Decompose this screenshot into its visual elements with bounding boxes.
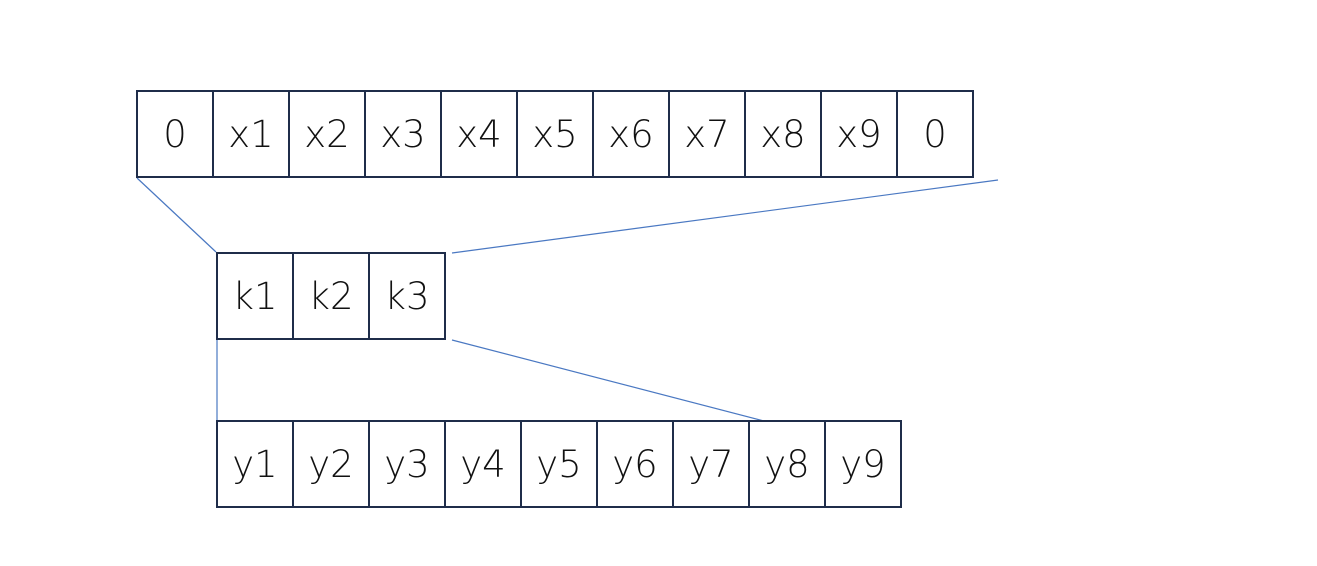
kernel-cell: k3 <box>368 252 446 340</box>
input-cell: x3 <box>364 90 442 178</box>
input-to-kernel-right-line <box>451 179 999 254</box>
kernel-cell: k1 <box>216 252 294 340</box>
output-cell: y1 <box>216 420 294 508</box>
output-cell: y8 <box>748 420 826 508</box>
output-cell: y3 <box>368 420 446 508</box>
kernel-to-output-right-line <box>451 339 765 422</box>
output-cell: y2 <box>292 420 370 508</box>
output-cell: y6 <box>596 420 674 508</box>
input-to-kernel-left-line <box>136 177 217 253</box>
output-cell: y4 <box>444 420 522 508</box>
input-cell: x1 <box>212 90 290 178</box>
input-cell: x7 <box>668 90 746 178</box>
input-cell: x9 <box>820 90 898 178</box>
output-cell: y7 <box>672 420 750 508</box>
input-sequence-row: 0 x1 x2 x3 x4 x5 x6 x7 x8 x9 0 <box>136 90 974 178</box>
input-cell: 0 <box>896 90 974 178</box>
input-cell: x2 <box>288 90 366 178</box>
input-cell: 0 <box>136 90 214 178</box>
output-cell: y9 <box>824 420 902 508</box>
kernel-row: k1 k2 k3 <box>216 252 446 340</box>
output-cell: y5 <box>520 420 598 508</box>
output-sequence-row: y1 y2 y3 y4 y5 y6 y7 y8 y9 <box>216 420 902 508</box>
kernel-cell: k2 <box>292 252 370 340</box>
input-cell: x4 <box>440 90 518 178</box>
input-cell: x8 <box>744 90 822 178</box>
input-cell: x6 <box>592 90 670 178</box>
input-cell: x5 <box>516 90 594 178</box>
